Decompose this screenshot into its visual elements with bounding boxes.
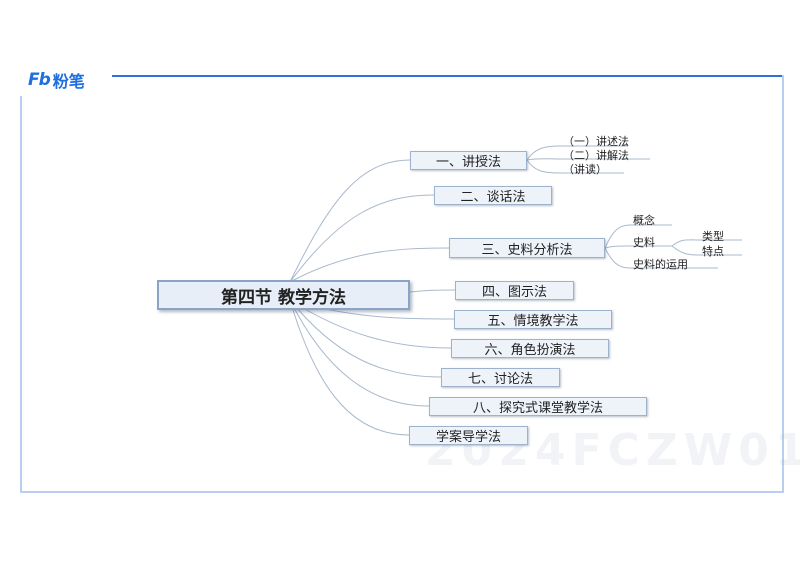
sub3b-leaf-1: 类型 <box>702 230 724 243</box>
frame-right-rule <box>782 75 784 493</box>
frame-top-rule <box>112 75 784 77</box>
branch-node-1[interactable]: 一、讲授法 <box>410 151 527 170</box>
connector-3 <box>289 247 450 283</box>
branch-node-5[interactable]: 五、情境教学法 <box>454 310 612 329</box>
branch-node-4[interactable]: 四、图示法 <box>455 281 574 300</box>
sub1-leaf-2: （二）讲解法 <box>563 149 629 162</box>
sub3-connector-1 <box>604 224 631 249</box>
sub1-connector-2 <box>526 158 561 161</box>
sub3b-connector-1 <box>671 239 699 247</box>
logo-mark: Fb <box>28 70 51 90</box>
sub3-leaf-2: 史料 <box>633 236 655 249</box>
branch-node-2[interactable]: 二、谈话法 <box>434 186 552 205</box>
branch-node-8[interactable]: 八、探究式课堂教学法 <box>429 397 647 416</box>
sub3-connector-2 <box>604 245 631 249</box>
sub1-connector-1 <box>526 145 561 161</box>
sub3-leaf-3: 史料的运用 <box>633 258 688 271</box>
brand-name: 粉笔 <box>52 72 85 91</box>
sub3-leaf-1: 概念 <box>633 214 655 227</box>
connector-2 <box>289 194 435 283</box>
sub1-connector-3 <box>526 159 561 174</box>
root-node[interactable]: 第四节 教学方法 <box>157 280 410 310</box>
branch-node-7[interactable]: 七、讨论法 <box>441 368 560 387</box>
sub1-leaf-3: （讲读） <box>563 163 607 176</box>
connector-9 <box>289 299 410 436</box>
sub1-leaf-1: （一）讲述法 <box>563 135 629 148</box>
sub3-connector-3 <box>604 247 631 269</box>
branch-node-9[interactable]: 学案导学法 <box>409 426 528 445</box>
connector-8 <box>289 299 430 407</box>
branch-node-6[interactable]: 六、角色扮演法 <box>451 339 609 358</box>
sub3b-leaf-2: 特点 <box>702 245 724 258</box>
sub3b-connector-2 <box>671 245 699 256</box>
branch-node-3[interactable]: 三、史料分析法 <box>449 238 605 258</box>
connector-7 <box>289 299 442 378</box>
connector-6 <box>289 299 452 349</box>
connector-1 <box>289 159 411 283</box>
connector-4 <box>409 289 456 293</box>
brand-logo: Fb 粉笔 <box>28 68 85 92</box>
